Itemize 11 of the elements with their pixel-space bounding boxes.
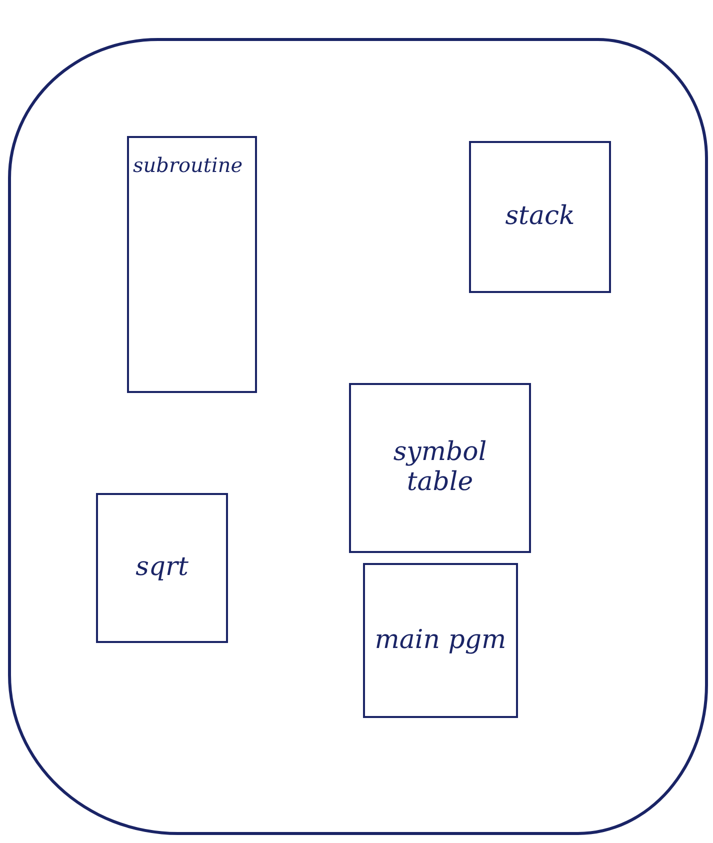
memory-block [363, 563, 518, 718]
box-label: stack [505, 202, 575, 232]
box-label: main pgm [374, 626, 506, 656]
memory-block [349, 383, 531, 553]
box-label: subroutine [133, 154, 243, 177]
box-label: sqrt [136, 553, 188, 583]
box-label: symbol table [392, 438, 488, 498]
memory-block [96, 493, 228, 643]
memory-outline [8, 38, 708, 835]
memory-block [127, 136, 257, 393]
memory-block [469, 141, 611, 293]
